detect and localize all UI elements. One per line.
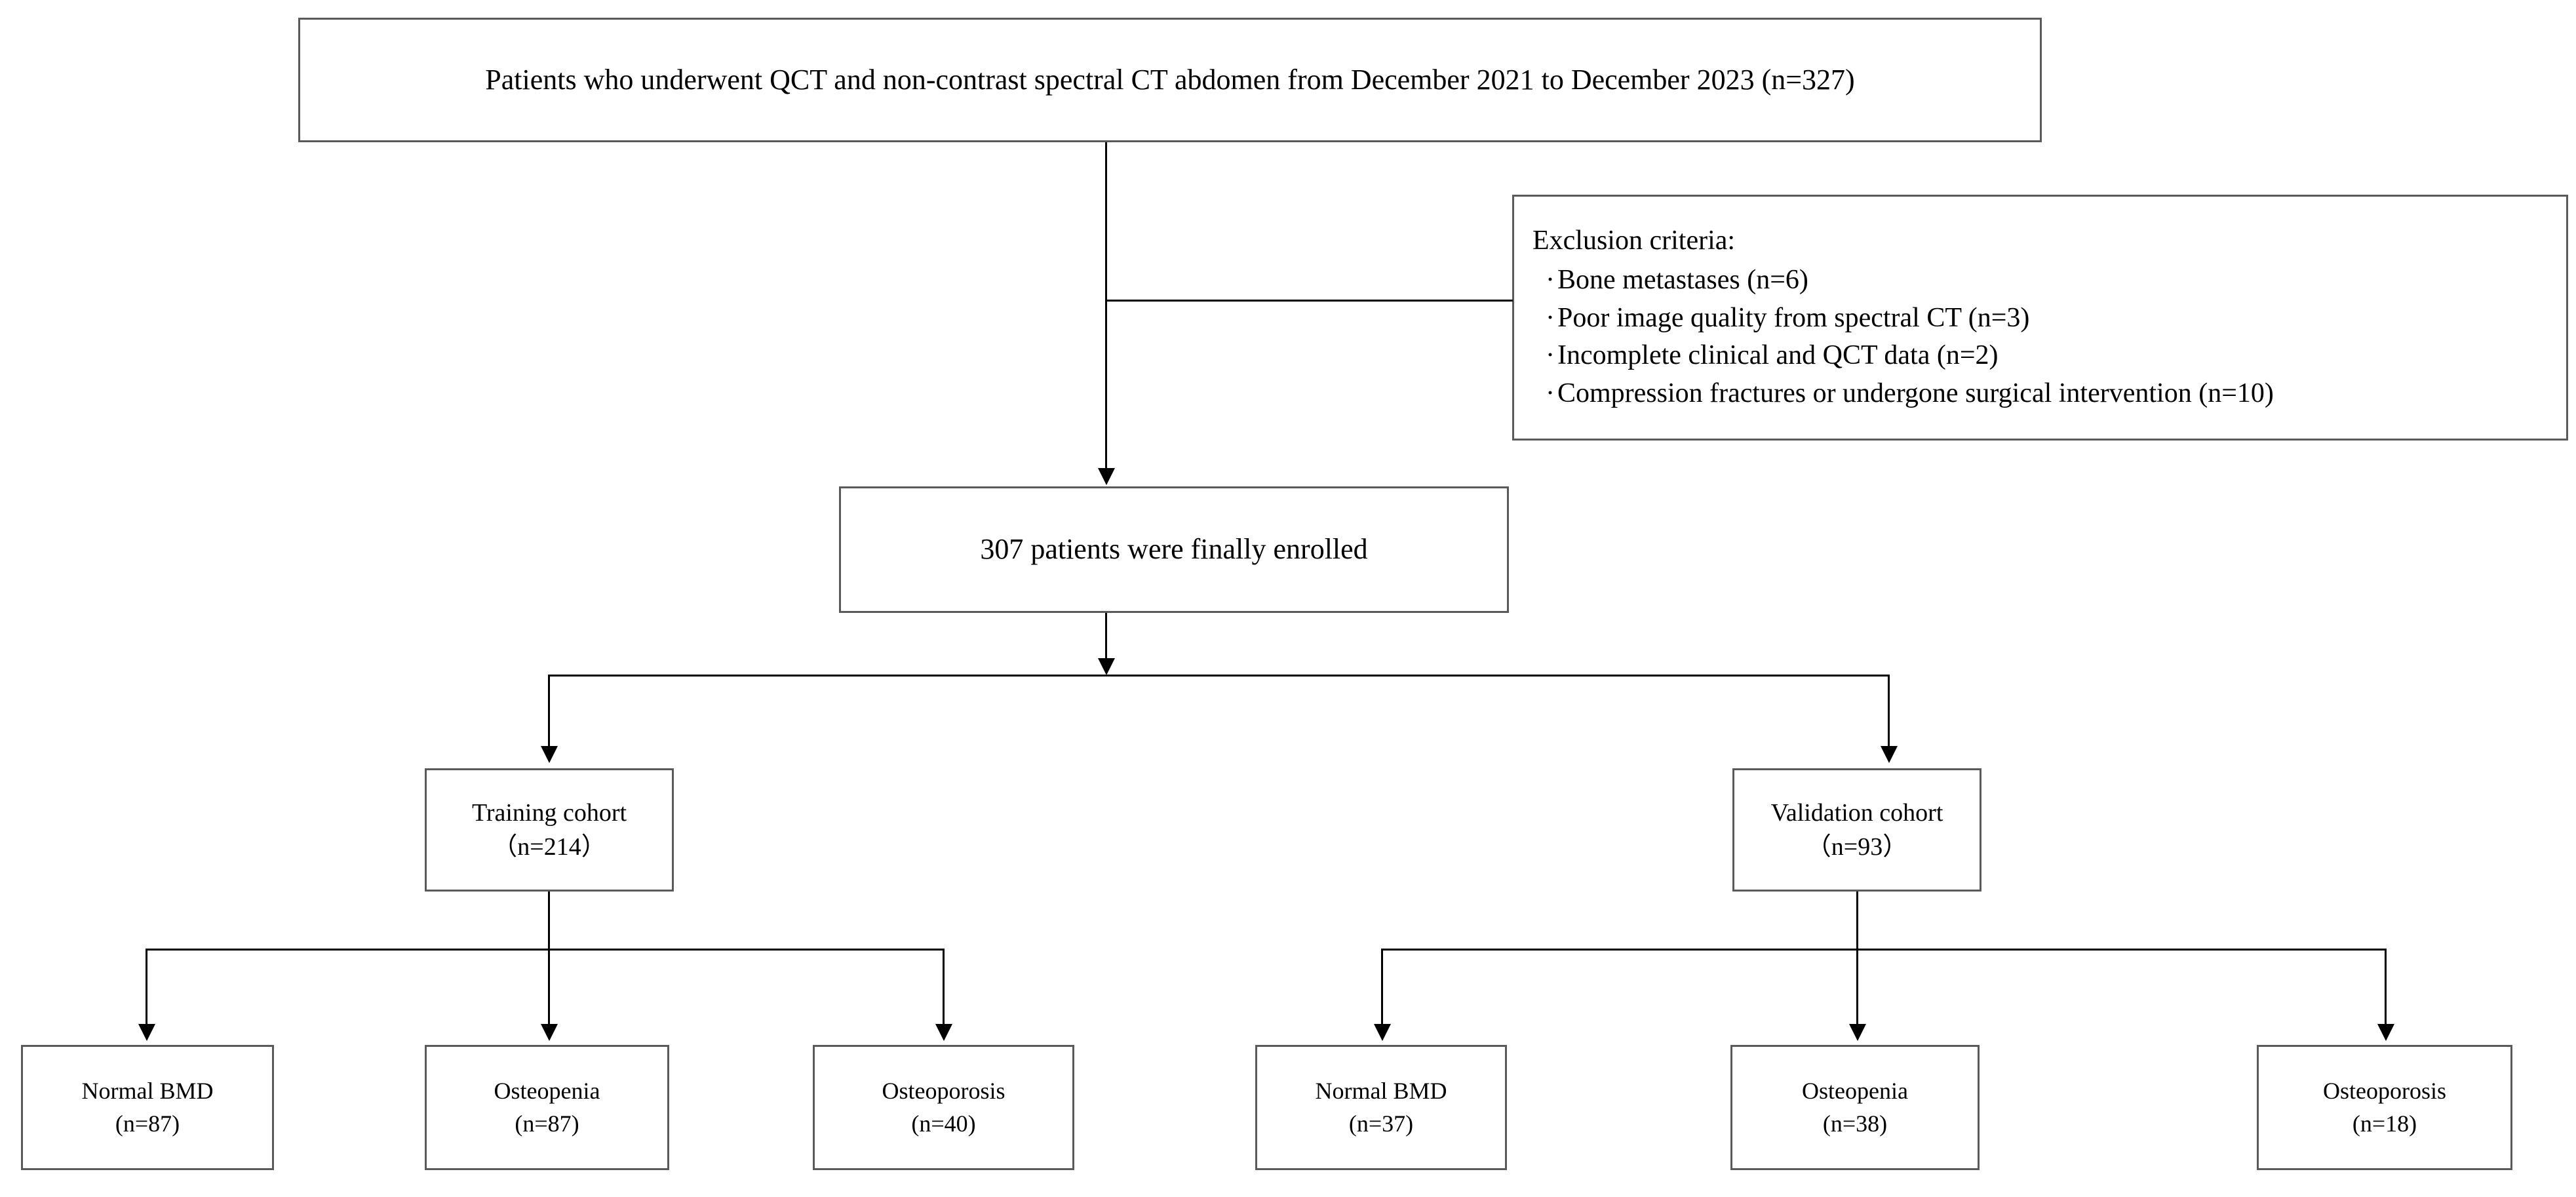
arrowhead-training-osteopenia (541, 1024, 558, 1041)
connector-split-to-training (548, 675, 550, 748)
training-cohort-text: Training cohort （n=214） (472, 796, 627, 865)
connector-validation-bar-to-osteopenia (1856, 949, 1858, 1026)
arrowhead-validation-osteoporosis (2377, 1024, 2394, 1041)
connector-root-to-exclusion (1105, 300, 1513, 302)
training-normal-bmd-name: Normal BMD (81, 1077, 214, 1104)
arrowhead-root-to-enrolled (1098, 468, 1115, 485)
node-training-cohort: Training cohort （n=214） (425, 768, 674, 892)
arrowhead-enrolled-to-split (1098, 658, 1115, 675)
node-validation-osteoporosis: Osteoporosis (n=18) (2257, 1045, 2512, 1170)
exclusion-item-incomplete-data: Incomplete clinical and QCT data (n=2) (1532, 337, 2274, 375)
validation-cohort-text: Validation cohort （n=93） (1771, 796, 1943, 865)
connector-training-bar-to-osteopenia (548, 949, 550, 1026)
training-osteopenia-name: Osteopenia (494, 1077, 600, 1104)
training-normal-bmd-text: Normal BMD (n=87) (82, 1075, 214, 1140)
validation-osteoporosis-name: Osteoporosis (2323, 1077, 2446, 1104)
node-final-enrolled-label: 307 patients were finally enrolled (980, 533, 1368, 566)
connector-split-to-validation (1888, 675, 1890, 748)
exclusion-item-bone-metastases: Bone metastases (n=6) (1532, 262, 2274, 300)
validation-osteoporosis-count: (n=18) (2352, 1110, 2417, 1137)
node-exclusion-criteria: Exclusion criteria: Bone metastases (n=6… (1512, 195, 2568, 441)
validation-cohort-count: （n=93） (1806, 833, 1908, 861)
training-osteopenia-text: Osteopenia (n=87) (494, 1075, 600, 1140)
exclusion-criteria-list: Exclusion criteria: Bone metastases (n=6… (1532, 222, 2274, 414)
connector-training-leaf-bar (146, 949, 944, 951)
connector-validation-to-leafbar (1856, 892, 1858, 951)
node-training-normal-bmd: Normal BMD (n=87) (21, 1045, 274, 1170)
connector-validation-leaf-bar (1381, 949, 2386, 951)
exclusion-item-poor-image-quality: Poor image quality from spectral CT (n=3… (1532, 300, 2274, 338)
node-validation-osteopenia: Osteopenia (n=38) (1730, 1045, 1980, 1170)
validation-normal-bmd-count: (n=37) (1348, 1110, 1414, 1137)
node-training-osteoporosis: Osteoporosis (n=40) (813, 1045, 1074, 1170)
connector-training-bar-to-normal (146, 949, 147, 1026)
validation-cohort-name: Validation cohort (1770, 798, 1943, 827)
connector-training-to-leafbar (548, 892, 550, 951)
training-cohort-count: （n=214） (492, 833, 606, 861)
connector-enrolled-to-split (1105, 613, 1107, 661)
validation-osteopenia-text: Osteopenia (n=38) (1802, 1075, 1908, 1140)
validation-normal-bmd-text: Normal BMD (n=37) (1316, 1075, 1447, 1140)
node-validation-normal-bmd: Normal BMD (n=37) (1255, 1045, 1507, 1170)
validation-osteopenia-name: Osteopenia (1802, 1077, 1908, 1104)
arrowhead-training-normal-bmd (138, 1024, 155, 1041)
connector-validation-bar-to-osteoporosis (2385, 949, 2387, 1026)
arrowhead-validation-normal-bmd (1374, 1024, 1391, 1041)
validation-osteopenia-count: (n=38) (1822, 1110, 1888, 1137)
training-osteopenia-count: (n=87) (515, 1110, 579, 1137)
node-validation-cohort: Validation cohort （n=93） (1732, 768, 1981, 892)
arrowhead-split-to-validation (1881, 746, 1898, 763)
training-osteoporosis-name: Osteoporosis (882, 1077, 1005, 1104)
node-enrolled-source: Patients who underwent QCT and non-contr… (298, 18, 2042, 142)
connector-validation-bar-to-normal (1381, 949, 1383, 1026)
node-training-osteopenia: Osteopenia (n=87) (425, 1045, 669, 1170)
arrowhead-split-to-training (541, 746, 558, 763)
training-osteoporosis-text: Osteoporosis (n=40) (882, 1075, 1005, 1140)
training-normal-bmd-count: (n=87) (115, 1110, 180, 1137)
arrowhead-training-osteoporosis (935, 1024, 952, 1041)
training-osteoporosis-count: (n=40) (911, 1110, 976, 1137)
arrowhead-validation-osteopenia (1849, 1024, 1866, 1041)
connector-cohort-split-bar (548, 675, 1890, 677)
connector-root-to-enrolled (1105, 142, 1107, 470)
node-final-enrolled: 307 patients were finally enrolled (839, 486, 1509, 613)
validation-osteoporosis-text: Osteoporosis (n=18) (2323, 1075, 2446, 1140)
node-enrolled-source-label: Patients who underwent QCT and non-contr… (485, 63, 1855, 96)
training-cohort-name: Training cohort (471, 798, 627, 827)
exclusion-criteria-title: Exclusion criteria: (1532, 225, 1736, 256)
connector-training-bar-to-osteoporosis (943, 949, 945, 1026)
validation-normal-bmd-name: Normal BMD (1315, 1077, 1447, 1104)
exclusion-item-compression-fractures: Compression fractures or undergone surgi… (1532, 375, 2274, 413)
